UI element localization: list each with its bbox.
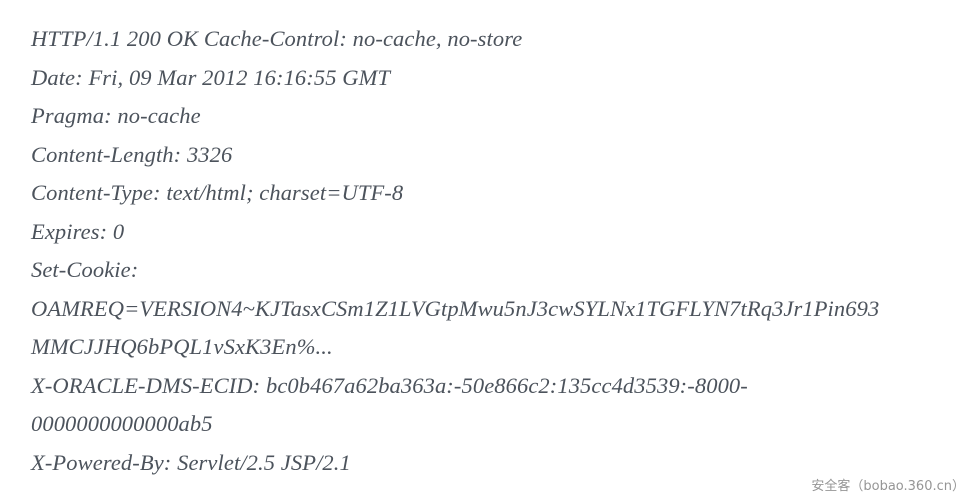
header-line-set-cookie-value-2: MMCJJHQ6bPQL1vSxK3En%... [31, 334, 333, 359]
header-line-set-cookie-value-1: OAMREQ=VERSION4~KJTasxCSm1Z1LVGtpMwu5nJ3… [31, 295, 880, 321]
header-line-expires: Expires: 0 [31, 218, 125, 244]
header-line-x-powered-by: X-Powered-By: Servlet/2.5 JSP/2.1 [31, 449, 351, 475]
header-line-x-oracle-dms-ecid: X-ORACLE-DMS-ECID: bc0b467a62ba363a:-50e… [31, 372, 748, 398]
watermark-label: 安全客（bobao.360.cn） [811, 479, 965, 494]
header-line-status-and-cache-control: HTTP/1.1 200 OK Cache-Control: no-cache,… [31, 26, 523, 51]
header-line-content-type: Content-Type: text/html; charset=UTF-8 [31, 180, 404, 205]
header-line-pragma: Pragma: no-cache [31, 103, 201, 128]
header-line-date: Date: Fri, 09 Mar 2012 16:16:55 GMT [31, 64, 391, 90]
http-header-block: HTTP/1.1 200 OK Cache-Control: no-cache,… [31, 20, 969, 482]
header-line-set-cookie: Set-Cookie: [31, 257, 139, 282]
header-line-content-length: Content-Length: 3326 [31, 141, 233, 167]
header-line-x-oracle-dms-ecid-continued: 0000000000000ab5 [31, 411, 213, 436]
